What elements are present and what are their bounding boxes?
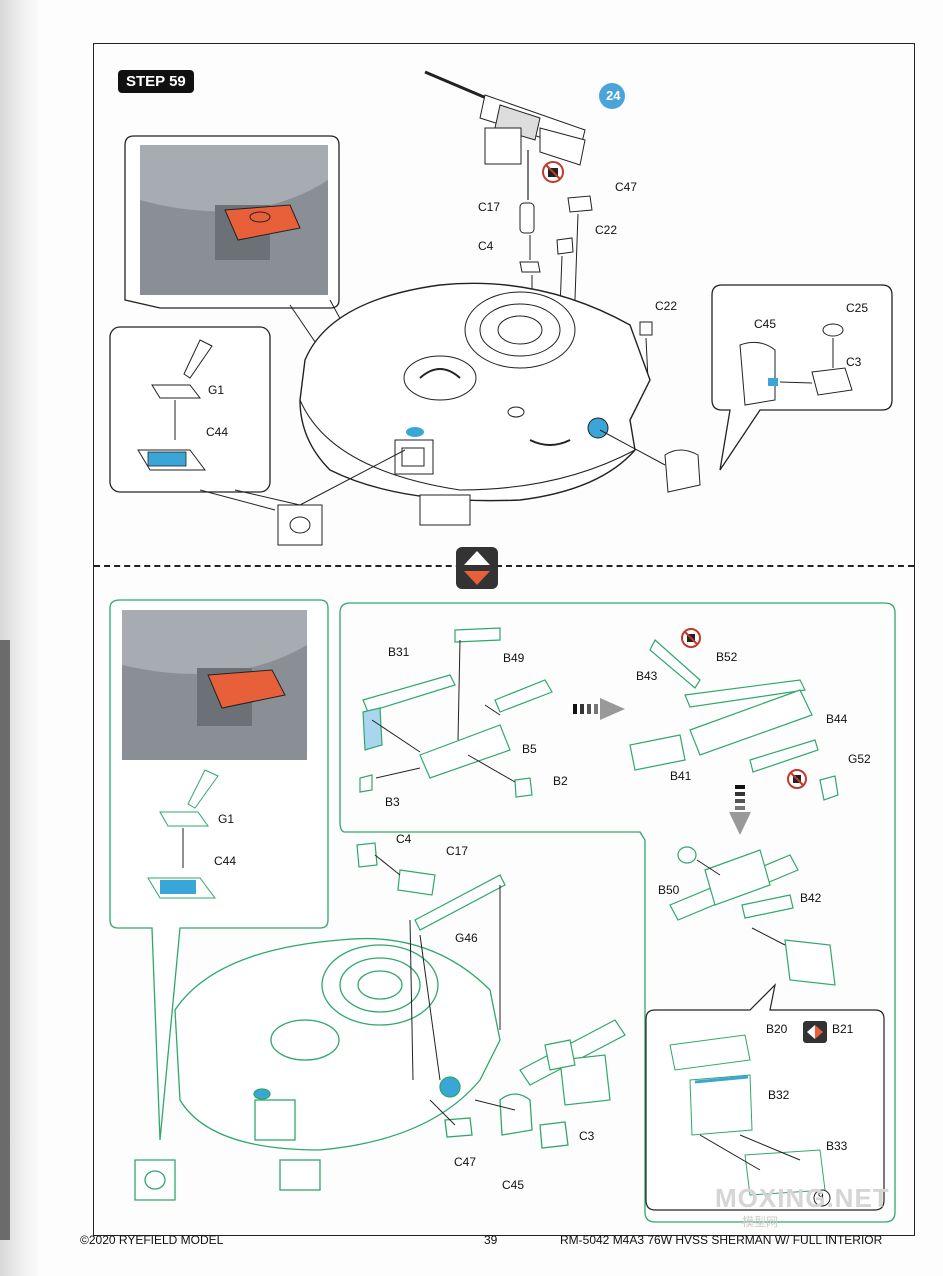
label-g46: G46: [455, 931, 478, 945]
label-c3-top: C3: [846, 355, 862, 369]
sub-callout-b20: [645, 983, 885, 1211]
label-c3-bottom: C3: [579, 1129, 595, 1143]
label-c4-bottom: C4: [396, 832, 412, 846]
label-c22a-top: C22: [595, 223, 618, 237]
no-glue-icon: [542, 161, 564, 183]
label-c17-top: C17: [478, 200, 501, 214]
label-g1-bottom: G1: [218, 812, 235, 826]
instruction-frame: [93, 43, 915, 1236]
parts-bottom-exploded: [356, 842, 506, 931]
part-c22b-top: [639, 321, 653, 336]
swap-icon: [456, 547, 498, 589]
label-b43: B43: [636, 669, 658, 683]
callout-number: 24: [606, 88, 621, 103]
detail-callout-g1-top: [109, 326, 271, 493]
progress-arrow-right: [573, 698, 625, 720]
label-c4-top: C4: [478, 239, 494, 253]
no-glue-icon-2: [681, 628, 701, 648]
turret-top: [299, 282, 651, 526]
label-c45-bottom: C45: [502, 1178, 525, 1192]
swap-icon-small: [803, 1021, 827, 1043]
footer-title: RM-5042 M4A3 76W HVSS SHERMAN W/ FULL IN…: [560, 1233, 883, 1247]
callout-number-badge: [599, 83, 625, 109]
turret-bottom: [134, 937, 569, 1201]
no-glue-icon-3: [787, 769, 807, 789]
part-c4-top: [519, 261, 541, 273]
part-c17-top: [519, 202, 535, 234]
gun-assembly-third: [669, 846, 836, 986]
label-b2: B2: [553, 774, 568, 788]
label-c47-top: C47: [615, 180, 638, 194]
label-g52: G52: [848, 752, 871, 766]
gun-assembly-second: [629, 639, 839, 801]
part-periscope-top: [277, 504, 323, 546]
machine-gun-bottom: [519, 1019, 626, 1106]
part-c45-top: [664, 449, 701, 493]
detail-callout-c45-top: [711, 284, 893, 471]
gun-parts-exploded: [359, 627, 553, 798]
watermark: MOXING.NET: [715, 1183, 890, 1213]
label-c45-top: C45: [754, 317, 777, 331]
detail-callout-left-bottom: [109, 599, 329, 1141]
label-c44-top: C44: [206, 425, 229, 439]
section-divider: [94, 565, 914, 567]
footer-page-number: 39: [484, 1233, 498, 1247]
label-c25-top: C25: [846, 301, 869, 315]
page-spine-edge: [0, 640, 10, 1240]
label-b31: B31: [388, 645, 410, 659]
label-b33: B33: [826, 1139, 848, 1153]
label-b20: B20: [766, 1022, 788, 1036]
footer-copyright: ©2020 RYEFIELD MODEL: [80, 1233, 224, 1247]
part-c22-top: [556, 237, 574, 255]
label-c22b-top: C22: [655, 299, 678, 313]
label-b3: B3: [385, 795, 400, 809]
machine-gun-top: [424, 70, 586, 166]
step-label: STEP 59: [118, 70, 194, 93]
label-c47-bottom: C47: [454, 1155, 477, 1169]
label-b41: B41: [670, 769, 692, 783]
gun-assembly-panel: [339, 602, 896, 1223]
label-c44-bottom: C44: [214, 854, 237, 868]
label-b21: B21: [832, 1022, 854, 1036]
progress-arrow-down: [729, 785, 751, 835]
sub-step-number: 9: [818, 1191, 824, 1202]
label-g1-top: G1: [208, 383, 225, 397]
part-c47-top: [567, 195, 593, 213]
label-b44: B44: [826, 712, 848, 726]
label-c17-bottom: C17: [446, 844, 469, 858]
label-b42: B42: [800, 891, 822, 905]
watermark-sub: 模型网: [742, 1215, 779, 1229]
detail-callout-photo-top: [124, 135, 340, 309]
label-b32: B32: [768, 1088, 790, 1102]
label-b52: B52: [716, 650, 738, 664]
label-b5: B5: [522, 742, 537, 756]
label-b49: B49: [503, 651, 525, 665]
label-b50: B50: [658, 883, 680, 897]
